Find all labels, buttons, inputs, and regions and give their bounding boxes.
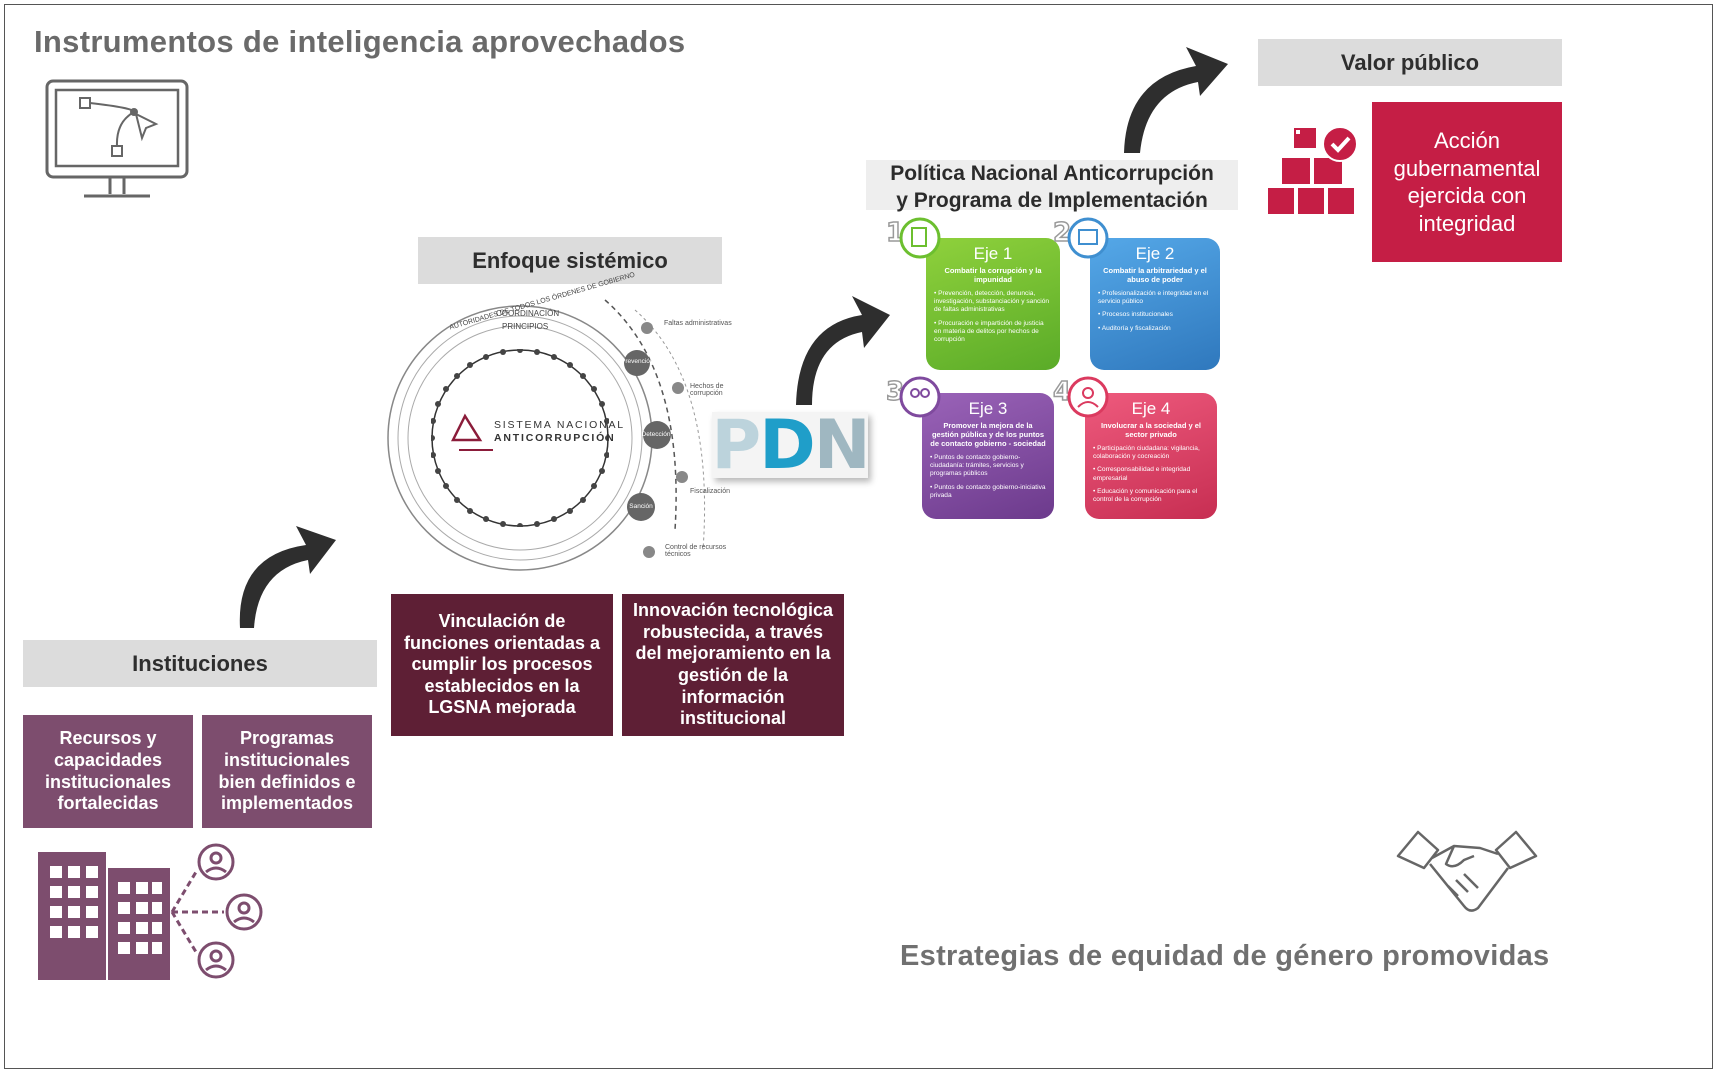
eje-3-card: Eje 3 Promover la mejora de la gestión p…: [922, 393, 1054, 519]
eje-item: Auditoría y fiscalización: [1098, 325, 1212, 333]
eje-item: Procuración e impartición de justicia en…: [934, 320, 1052, 345]
pna-title-line2: y Programa de Implementación: [896, 189, 1208, 213]
side-label-faltas: Faltas administrativas: [664, 320, 732, 327]
side-label-fiscalizacion: Fiscalización: [690, 488, 731, 495]
diagram-frame: [4, 4, 1713, 1069]
handshake-icon: [1396, 830, 1538, 912]
valor-publico-box: Acción gubernamental ejercida con integr…: [1372, 102, 1562, 262]
sna-logo-text: SISTEMA NACIONAL ANTICORRUPCIÓN: [494, 419, 625, 445]
eje-sub: Promover la mejora de la gestión pública…: [930, 421, 1046, 448]
monitor-icon: [45, 79, 189, 198]
stage-prevencion: Prevención: [621, 358, 654, 365]
sna-logo-line2: ANTICORRUPCIÓN: [494, 432, 616, 445]
eje-name: Eje 2: [1135, 244, 1175, 263]
enfoque-label: Enfoque sistémico: [418, 237, 722, 284]
states-ring: [431, 349, 609, 527]
eje-2-badge-icon: [1067, 217, 1109, 259]
vinculacion-box: Vinculación de funciones orientadas a cu…: [391, 594, 613, 736]
pdn-logo-text: PDN: [711, 405, 870, 485]
stage-deteccion: Detección: [641, 431, 671, 438]
eje-4-number: 4: [1052, 376, 1072, 408]
ring-principles-label: PRINCIPIOS: [502, 322, 549, 331]
header-title: Instrumentos de inteligencia aprovechado…: [34, 24, 686, 59]
eje-name: Eje 3: [968, 399, 1008, 418]
pna-title: Política Nacional Anticorrupción y Progr…: [866, 160, 1238, 212]
recursos-box: Recursos y capacidades institucionales f…: [23, 715, 193, 828]
instituciones-label: Instituciones: [23, 640, 377, 687]
valor-publico-label: Valor público: [1258, 39, 1562, 86]
eje-2-number: 2: [1052, 217, 1072, 249]
boxes-check-icon: [1268, 126, 1358, 214]
eje-name: Eje 1: [973, 244, 1013, 263]
side-label-control: Control de recursos técnicos: [665, 544, 727, 558]
eje-item: Corresponsabilidad e integridad empresar…: [1093, 466, 1209, 482]
eje-item: Participación ciudadana: vigilancia, col…: [1093, 445, 1209, 461]
eje-item: Prevención, detección, denuncia, investi…: [934, 290, 1052, 315]
innovacion-box: Innovación tecnológica robustecida, a tr…: [622, 594, 844, 736]
eje-item: Procesos institucionales: [1098, 311, 1212, 319]
programas-box: Programas institucionales bien definidos…: [202, 715, 372, 828]
ring-coordination-label: COORDINACIÓN: [496, 309, 560, 318]
eje-1-badge-icon: [899, 217, 941, 259]
eje-4-card: Eje 4 Involucrar a la sociedad y el sect…: [1085, 393, 1217, 519]
institutions-people-icon: [38, 843, 263, 980]
eje-sub: Involucrar a la sociedad y el sector pri…: [1100, 421, 1202, 439]
eje-item: Puntos de contacto gobierno-iniciativa p…: [930, 484, 1046, 500]
eje-2-card: Eje 2 Combatir la arbitrariedad y el abu…: [1090, 238, 1220, 370]
footer-title: Estrategias de equidad de género promovi…: [900, 940, 1550, 972]
eje-item: Puntos de contacto gobierno-ciudadanía: …: [930, 454, 1046, 479]
eje-1-card: Eje 1 Combatir la corrupción y la impuni…: [926, 238, 1060, 370]
eje-sub: Combatir la corrupción y la impunidad: [944, 266, 1042, 284]
eje-3-badge-icon: [899, 376, 941, 418]
arrow-pna-to-valor: [1124, 47, 1228, 153]
side-label-hechos: Hechos de corrupción: [690, 383, 724, 397]
eje-item: Educación y comunicación para el control…: [1093, 488, 1209, 504]
pdn-logo: PDN: [711, 406, 870, 485]
eje-name: Eje 4: [1131, 399, 1171, 418]
eje-sub: Combatir la arbitrariedad y el abuso de …: [1103, 266, 1207, 284]
stage-sancion: Sanción: [629, 503, 653, 510]
arrow-instituciones-to-enfoque: [239, 526, 336, 628]
pna-title-line1: Política Nacional Anticorrupción: [890, 162, 1214, 185]
eje-4-badge-icon: [1067, 376, 1109, 418]
sna-logo-line1: SISTEMA NACIONAL: [494, 419, 625, 431]
arrow-enfoque-to-pna: [796, 296, 890, 405]
eje-item: Profesionalización e integridad en el se…: [1098, 290, 1212, 306]
